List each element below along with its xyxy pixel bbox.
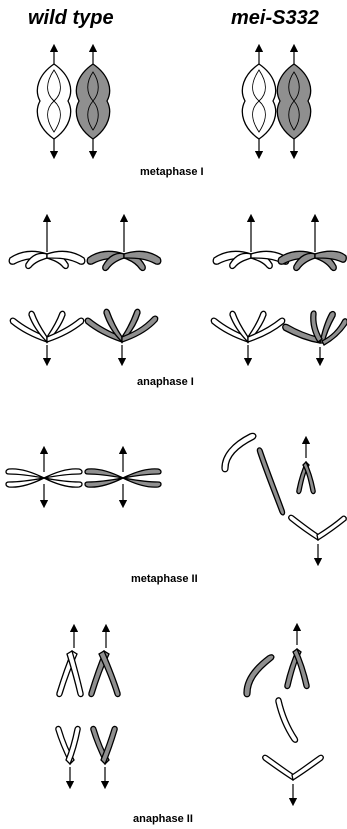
metaphase-2-wild-type-chromosome	[6, 450, 82, 504]
anaphase-1-wild-type-top-shaded-chromosome	[87, 218, 161, 270]
anaphase-2-mutant-chromatids	[244, 627, 323, 802]
stage-label-anaphase-1: anaphase I	[137, 376, 194, 388]
anaphase-1-mutant-top-chromosome	[213, 218, 289, 268]
metaphase-1-wild-type-bivalent	[37, 48, 109, 155]
column-title-wild-type: wild type	[28, 7, 114, 29]
metaphase-2-wild-type-shaded-chromosome	[85, 450, 161, 504]
stage-label-anaphase-2: anaphase II	[133, 813, 193, 825]
column-title-mei-s332: mei-S332	[231, 7, 319, 29]
anaphase-1-mutant-bottom-shaded-chromosomes-mis-segregated	[283, 311, 347, 362]
anaphase-1-wild-type-bottom-chromosome	[10, 311, 83, 362]
metaphase-2-mutant-separated-chromatids	[222, 433, 346, 562]
stage-label-metaphase-1: metaphase I	[140, 166, 204, 178]
anaphase-1-wild-type-top-chromosome	[9, 218, 85, 268]
stage-label-metaphase-2: metaphase II	[131, 573, 198, 585]
metaphase-1-mutant-bivalent	[242, 48, 310, 155]
anaphase-1-wild-type-bottom-shaded-chromosome	[85, 309, 157, 362]
anaphase-2-wild-type-top-chromatids	[57, 628, 120, 697]
anaphase-1-mutant-bottom-chromosome	[211, 311, 284, 362]
anaphase-2-wild-type-bottom-chromatids	[56, 726, 117, 785]
